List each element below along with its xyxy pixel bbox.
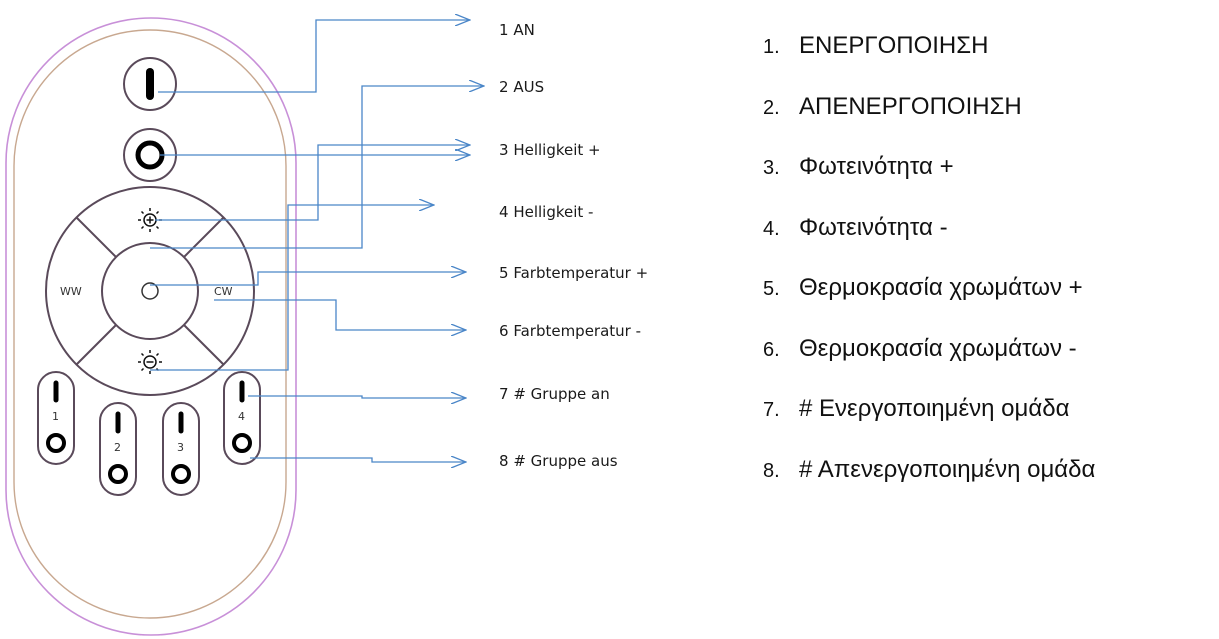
- label-de-3: 3 Helligkeit +: [499, 141, 601, 159]
- dpad: [45, 186, 255, 396]
- group-button-3[interactable]: 3: [162, 402, 200, 496]
- remote-inner-outline: [13, 29, 287, 619]
- label-el-3: 3.Φωτεινότητα +: [763, 153, 954, 180]
- remote-outer-outline: [5, 17, 297, 636]
- label-el-8: 8.# Απενεργοποιημένη ομάδα: [763, 455, 1096, 483]
- group-button-1[interactable]: 1: [37, 371, 75, 465]
- label-de-8: 8 # Gruppe aus: [499, 452, 618, 470]
- arrow-8: [248, 396, 466, 398]
- svg-text:3: 3: [177, 441, 184, 454]
- cw-label[interactable]: CW: [214, 285, 233, 298]
- group-button-2[interactable]: 2: [99, 402, 137, 496]
- greek-label-list: 1.ΕΝΕΡΓΟΠΟΙΗΣΗ 2.ΑΠΕΝΕΡΓΟΠΟΙΗΣΗ 3.Φωτειν…: [763, 16, 1095, 500]
- label-de-2: 2 AUS: [499, 78, 544, 96]
- brightness-down-button[interactable]: [138, 350, 162, 374]
- arrow-1: [158, 20, 470, 93]
- label-el-5: 5.Θερμοκρασία χρωμάτων +: [763, 274, 1083, 301]
- label-el-7: 7.# Ενεργοποιημένη ομάδα: [763, 395, 1070, 422]
- group-button-4[interactable]: 4: [223, 371, 261, 465]
- label-de-6: 6 Farbtemperatur -: [499, 322, 641, 340]
- label-el-6: 6.Θερμοκρασία χρωμάτων -: [763, 334, 1077, 362]
- arrow-9: [250, 458, 466, 462]
- label-de-1: 1 AN: [499, 21, 535, 39]
- label-de-7: 7 # Gruppe an: [499, 385, 610, 403]
- arrow-6: [150, 272, 466, 286]
- label-el-4: 4.Φωτεινότητα -: [763, 213, 948, 241]
- arrow-4: [155, 145, 470, 221]
- ww-label[interactable]: WW: [60, 285, 82, 298]
- label-el-2: 2.ΑΠΕΝΕΡΓΟΠΟΙΗΣΗ: [763, 92, 1022, 120]
- label-de-5: 5 Farbtemperatur +: [499, 264, 648, 282]
- arrow-2: [150, 86, 484, 249]
- svg-text:2: 2: [114, 441, 121, 454]
- svg-text:4: 4: [238, 410, 245, 423]
- remote-diagram: WW CW 1 2 3 4 1 AN 2 AUS 3 He: [5, 0, 648, 636]
- on-button[interactable]: [123, 57, 177, 111]
- label-de-4: 4 Helligkeit -: [499, 203, 593, 221]
- label-el-1: 1.ΕΝΕΡΓΟΠΟΙΗΣΗ: [763, 32, 989, 59]
- brightness-down-icon: [138, 350, 162, 374]
- center-button[interactable]: [101, 242, 199, 340]
- arrow-5: [150, 205, 434, 371]
- arrow-7: [214, 299, 466, 330]
- svg-text:1: 1: [52, 410, 59, 423]
